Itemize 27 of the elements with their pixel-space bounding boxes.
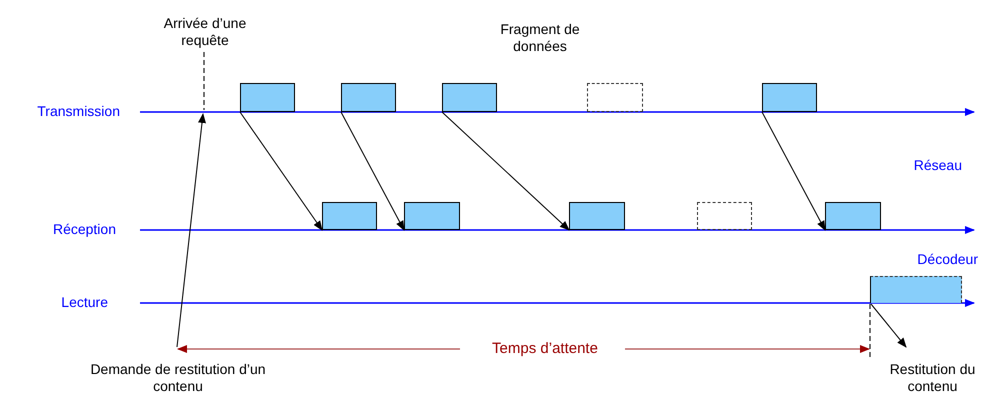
data-fragment-block (762, 83, 817, 112)
lane-label: Lecture (60, 294, 108, 311)
data-fragment-block (825, 202, 881, 230)
annotation-text: Restitution du contenu (880, 361, 985, 395)
annotation-text: Fragment de données (499, 21, 581, 55)
data-fragment-block (569, 202, 625, 230)
data-fragment-block (322, 202, 377, 230)
section-label: Réseau (912, 157, 962, 174)
arrow (442, 112, 570, 231)
data-fragment-block (341, 83, 396, 112)
arrow (762, 112, 826, 231)
section-label: Décodeur (916, 251, 978, 268)
missing-fragment-block (697, 202, 752, 230)
arrow (240, 112, 323, 231)
data-fragment-block (240, 83, 295, 112)
decoding-block (870, 276, 962, 303)
annotation-text: Arrivée d’une requête (150, 15, 260, 49)
dimension-label: Temps d’attente (491, 340, 599, 357)
arrow (870, 304, 907, 348)
arrow (340, 112, 404, 231)
data-fragment-block (442, 83, 497, 112)
lane-label: Réception (52, 221, 116, 238)
annotation-text: Demande de restitution d’un contenu (88, 361, 268, 395)
data-fragment-block (404, 202, 460, 230)
missing-fragment-block (587, 83, 643, 112)
arrow (176, 113, 206, 348)
lane-label: Transmission (36, 103, 120, 120)
